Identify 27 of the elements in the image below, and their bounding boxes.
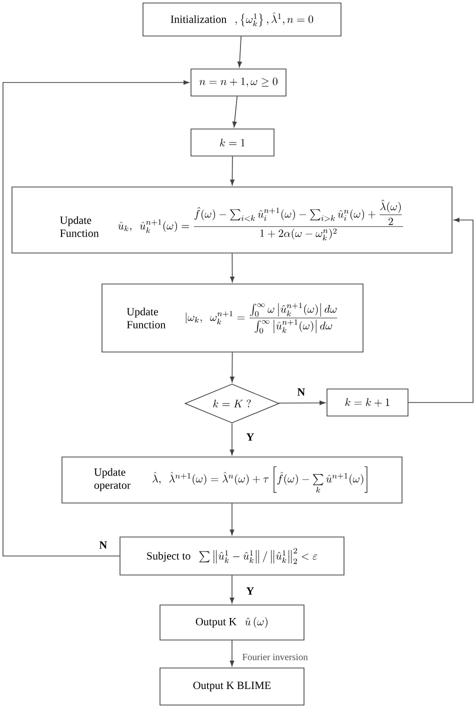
- arrow: [278, 400, 326, 406]
- edge-label: N: [296, 387, 306, 397]
- arrow: [230, 253, 235, 282]
- process-box: $k=1$: [190, 128, 274, 156]
- process-box: Update Function $\hat{u}_k,\ \ \hat{u}_k^{n+1}(\omega)=\frac{\hat{f}(\omega)-\sum\nolimits_{i<k}\hat{u}_i^{n+1}(\omega)-\sum\nolimits_{i>k}\hat{u}_i^{n}(\omega)+\dfrac{\hat{\lambda}(\omega)}{2}}{1+2\alpha(\omega-\omega_k^n)^2}$: [12, 186, 452, 254]
- arrow: [230, 503, 234, 536]
- arrow: [230, 352, 234, 382]
- process-box: $k=k+1$: [326, 388, 408, 416]
- arrow: [2, 80, 190, 556]
- arrow: [232, 96, 238, 128]
- process-box: Output K $\hat{u}\left(\omega\right)$: [160, 604, 304, 640]
- process-box: Subject to $\sum\left\|\hat{u}_k^1-\hat{u}_k^1\right\|/\left\|\hat{u}_k^1\right\|_2^2<\varepsilon$: [120, 536, 344, 576]
- process-box: Update operator $\hat{\lambda},\ \ \hat{\lambda}^{n+1}(\omega)=\hat{\lambda}^{n}(\omega)+\tau\left[\hat{f}(\omega)-\sum\limits_k\hat{u}^{n+1}(\omega)\right]$: [62, 456, 402, 504]
- arrow: [408, 218, 474, 403]
- arrow: [230, 423, 234, 456]
- process-box: $n=n+1,\omega\geq 0$: [190, 68, 286, 96]
- process-box: Update Function $|\omega_k,\ \ \omega_k^{n+1}=\frac{\int_0^\infty\omega\left|\hat{u}_k^{n+1}(\omega)\right|d\omega}{\int_0^\infty\left|\hat{u}_k^{n+1}(\omega)\right|d\omega}$: [102, 284, 364, 352]
- edge-label: Fourier inversion: [241, 652, 309, 662]
- edge-label: Y: [245, 432, 256, 442]
- arrow: [237, 36, 242, 68]
- edge-label: N: [98, 540, 108, 550]
- arrow: [230, 640, 234, 666]
- arrow: [230, 156, 234, 186]
- process-box: Initialization $,\left\{\omega_k^1\right\},\hat{\lambda}^1,n=0$: [142, 2, 342, 36]
- edge-label: Y: [245, 586, 256, 596]
- process-box: Output K BLIME: [160, 668, 304, 706]
- arrow: [230, 575, 234, 604]
